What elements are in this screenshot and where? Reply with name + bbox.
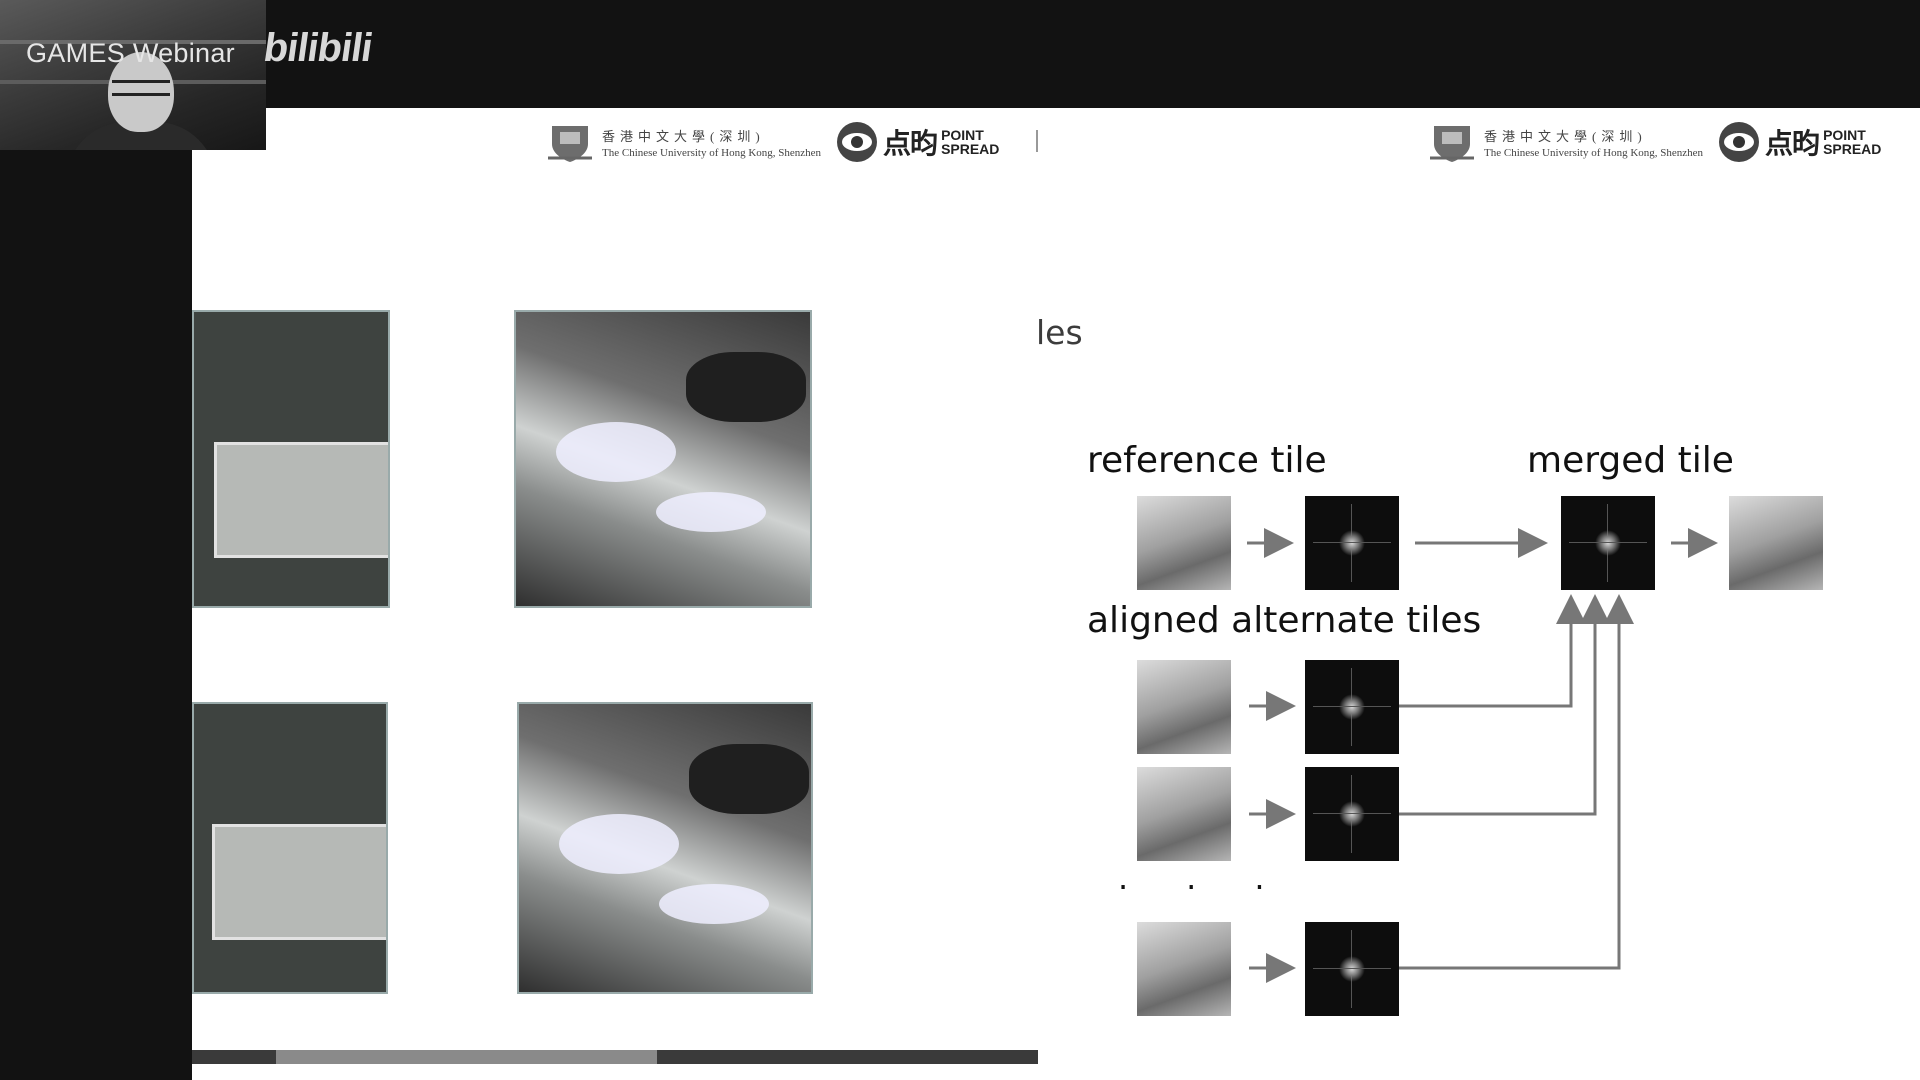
fft-glow [1339, 694, 1365, 720]
merged-fft-tile [1561, 496, 1655, 590]
shadow-shape [689, 744, 809, 814]
slide-split-divider [1036, 130, 1038, 152]
header-logos-right: 香港中文大學(深圳) The Chinese University of Hon… [1428, 120, 1881, 164]
aligned-tile-n [1137, 922, 1231, 1016]
highlight-shape [656, 492, 766, 532]
company-name-en-line2: SPREAD [941, 141, 1000, 157]
webinar-title: GAMES Webinar [26, 38, 235, 68]
university-name-cn: 香港中文大學(深圳) [602, 128, 765, 144]
point-spread-logo: 点昀 POINT SPREAD [1717, 120, 1881, 164]
university-name-cn: 香港中文大學(深圳) [1484, 128, 1647, 144]
university-name: 香港中文大學(深圳) The Chinese University of Hon… [602, 126, 821, 159]
presenter-glasses [112, 80, 170, 96]
company-name-en-line2: SPREAD [1823, 141, 1882, 157]
reference-fft-tile [1305, 496, 1399, 590]
fft-glow [1595, 530, 1621, 556]
webcam-feed [0, 0, 266, 150]
presentation-slide [192, 108, 1920, 1080]
company-name-en-line1: POINT [1823, 127, 1866, 143]
highlight-shape [556, 422, 676, 482]
aligned-fft-tile-1 [1305, 660, 1399, 754]
fft-glow [1339, 530, 1365, 556]
company-name-cn: 点昀 [883, 127, 938, 160]
merged-tile-label: merged tile [1527, 440, 1734, 481]
video-progress-bar[interactable] [192, 1050, 1038, 1064]
sign-photo-bottom [192, 702, 388, 994]
header-logos-left: 香港中文大學(深圳) The Chinese University of Hon… [546, 120, 999, 164]
eye-icon [837, 122, 878, 162]
aligned-fft-tile-n [1305, 922, 1399, 1016]
shadow-shape [686, 352, 806, 422]
company-name-cn: 点昀 [1765, 127, 1820, 160]
car-photo-bottom [517, 702, 813, 994]
fft-glow [1339, 956, 1365, 982]
video-progress-fill [276, 1050, 658, 1064]
highlight-shape [559, 814, 679, 874]
company-name-en: POINT SPREAD [1823, 128, 1881, 156]
eye-icon [1719, 122, 1760, 162]
aligned-tile-1 [1137, 660, 1231, 754]
sign-photo-top [192, 310, 390, 608]
university-crest-icon [1430, 126, 1474, 162]
company-name-en-line1: POINT [941, 127, 984, 143]
ellipsis-dots: ··· [1118, 868, 1323, 906]
aligned-tile-2 [1137, 767, 1231, 861]
aligned-fft-tile-2 [1305, 767, 1399, 861]
reference-tile [1137, 496, 1231, 590]
university-name-en: The Chinese University of Hong Kong, She… [602, 146, 822, 159]
side-blank [0, 150, 192, 1080]
highlight-shape [659, 884, 769, 924]
car-photo-top [514, 310, 812, 608]
fft-glow [1339, 801, 1365, 827]
company-name-en: POINT SPREAD [941, 128, 999, 156]
merged-tile [1729, 496, 1823, 590]
point-spread-logo: 点昀 POINT SPREAD [835, 120, 999, 164]
sign-plate [214, 442, 388, 558]
university-crest-icon [548, 126, 592, 162]
reference-tile-label: reference tile [1087, 440, 1327, 481]
university-name-en: The Chinese University of Hong Kong, She… [1484, 146, 1704, 159]
presenter-head [108, 52, 174, 132]
sign-plate [212, 824, 386, 940]
background-shelf [0, 40, 266, 44]
slide-partial-title: les [1036, 313, 1083, 352]
top-bar [0, 0, 1920, 108]
aligned-tiles-label: aligned alternate tiles [1087, 600, 1482, 641]
university-name: 香港中文大學(深圳) The Chinese University of Hon… [1484, 126, 1703, 159]
bilibili-logo: bilibili [260, 26, 375, 70]
